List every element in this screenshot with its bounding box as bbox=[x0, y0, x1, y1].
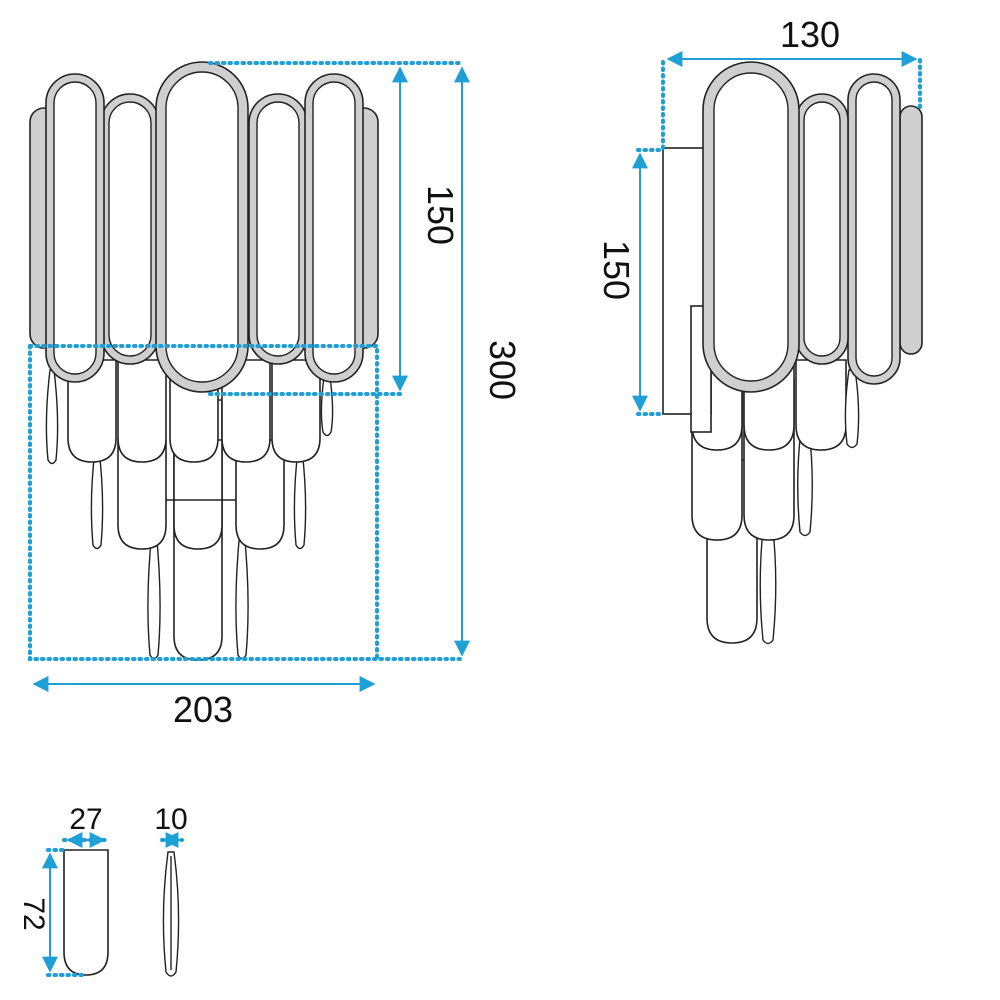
tile-detail: 27 72 bbox=[17, 803, 110, 977]
side-dimensions: 130 150 bbox=[596, 14, 922, 416]
tile-width-label: 27 bbox=[69, 803, 102, 836]
front-dimensions: 150 300 203 bbox=[28, 61, 523, 730]
side-upper-frames bbox=[702, 61, 923, 393]
front-height-label: 300 bbox=[482, 340, 523, 400]
side-lower-tiles bbox=[691, 359, 860, 645]
needle-detail: 10 bbox=[154, 803, 188, 977]
side-width-label: 130 bbox=[780, 14, 840, 55]
needle-width-label: 10 bbox=[154, 803, 187, 836]
front-frame-height-label: 150 bbox=[420, 185, 461, 245]
front-lower-tiles bbox=[45, 359, 334, 661]
side-height-label: 150 bbox=[596, 240, 637, 300]
tile-height-label: 72 bbox=[17, 897, 50, 930]
side-view bbox=[662, 61, 923, 645]
front-width-label: 203 bbox=[173, 689, 233, 730]
front-upper-frames bbox=[29, 61, 379, 393]
front-view bbox=[29, 61, 379, 661]
